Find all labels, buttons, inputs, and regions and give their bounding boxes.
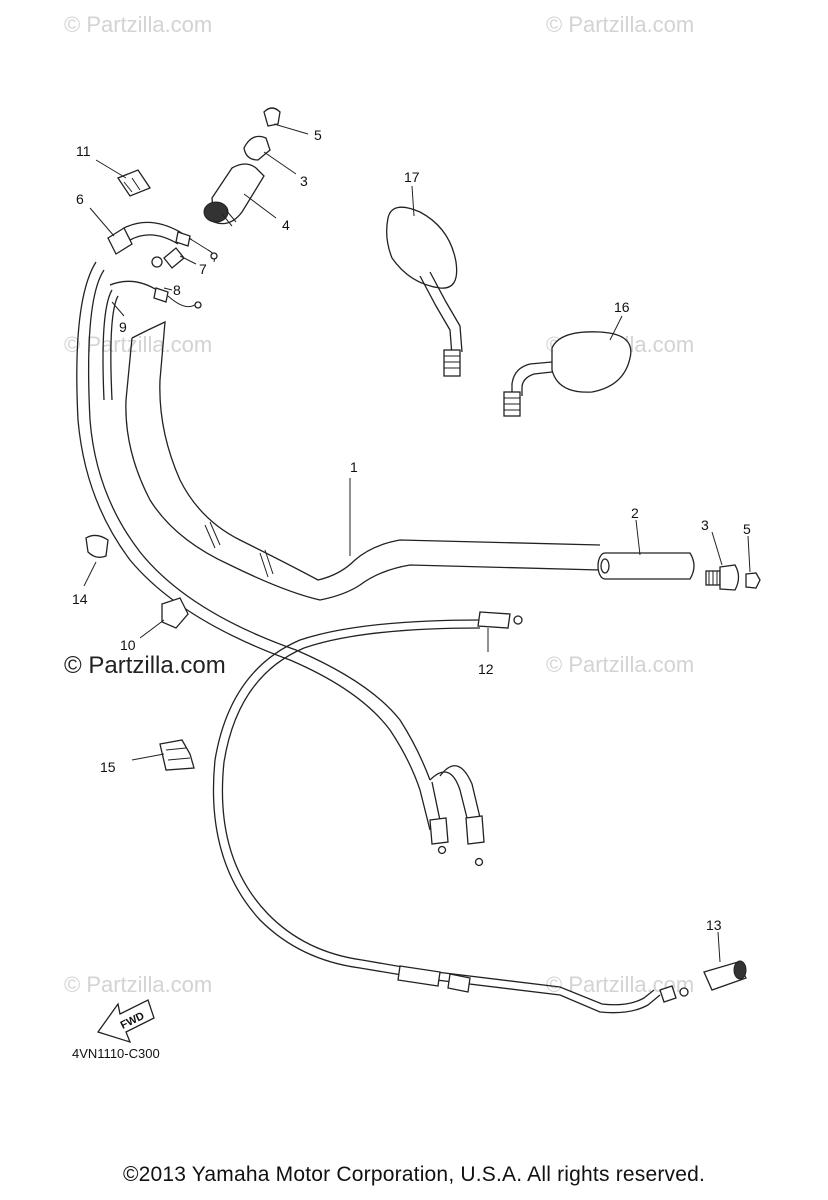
callout-11: 11: [76, 143, 91, 159]
watermark: © Partzilla.com: [546, 652, 695, 677]
callout-17: 17: [404, 169, 420, 185]
callout-14: 14: [72, 591, 88, 607]
callout-5: 5: [314, 127, 322, 143]
watermark: © Partzilla.com: [64, 12, 213, 37]
watermark-primary: © Partzilla.com: [64, 652, 226, 679]
diagram-code: 4VN1110-C300: [72, 1046, 160, 1061]
grip: [597, 552, 695, 580]
small-parts: [85, 169, 195, 771]
throttle-grip: [203, 107, 281, 227]
callout-3: 3: [701, 517, 709, 533]
callout-2: 2: [631, 505, 639, 521]
callout-15: 15: [100, 759, 116, 775]
callout-8: 8: [173, 282, 181, 298]
mirror-left: [386, 206, 463, 377]
watermark: © Partzilla.com: [546, 12, 695, 37]
mirror-right: [503, 331, 632, 417]
leader-lines: [83, 123, 751, 963]
callout-6: 6: [76, 191, 84, 207]
copyright: ©2013 Yamaha Motor Corporation, U.S.A. A…: [122, 1163, 706, 1186]
callout-7: 7: [199, 261, 207, 277]
clutch-cable: [212, 611, 747, 1014]
callout-4: 4: [282, 217, 290, 233]
grip-end-right: [705, 564, 761, 591]
handlebar: [125, 320, 601, 601]
throttle-cables: [76, 221, 485, 867]
callouts: 1 2 3 3 4 5 5 6 7 8 9 10 11 12 13 14 15 …: [72, 127, 751, 933]
callout-16: 16: [614, 299, 630, 315]
callout-13: 13: [706, 917, 722, 933]
callout-12: 12: [478, 661, 494, 677]
callout-1: 1: [350, 459, 358, 475]
fwd-arrow-icon: FWD: [96, 999, 155, 1044]
watermark: © Partzilla.com: [64, 972, 213, 997]
callout-5: 5: [743, 521, 751, 537]
callout-10: 10: [120, 637, 136, 653]
callout-3: 3: [300, 173, 308, 189]
callout-9: 9: [119, 319, 127, 335]
